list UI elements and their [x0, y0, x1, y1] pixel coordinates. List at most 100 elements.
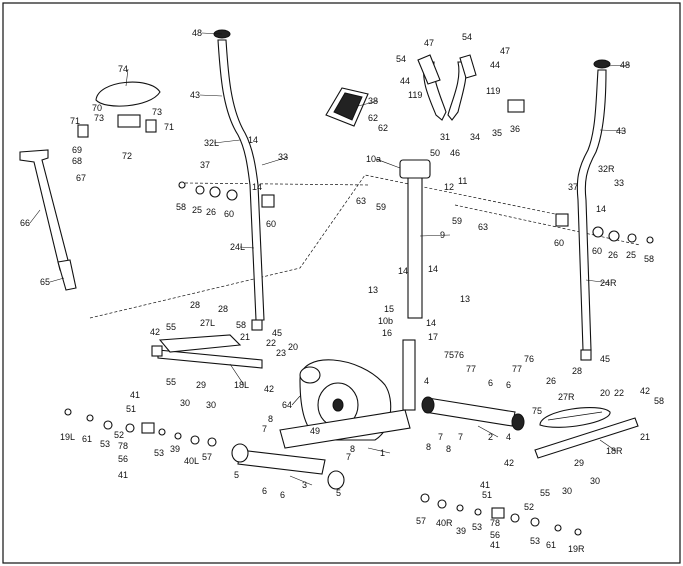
leader-line-l64: [291, 395, 301, 406]
leader-line-l48b: [605, 64, 631, 67]
part-callout-l46: 46: [450, 148, 460, 158]
part-callout-l119a: 119: [408, 90, 422, 100]
part-callout-l41a: 41: [130, 390, 140, 400]
part-callout-l24R: 24R: [600, 278, 617, 288]
part-callout-l78a: 78: [118, 441, 128, 451]
callout-leaders: [29, 32, 631, 486]
part-callout-l14c: 14: [596, 204, 606, 214]
leader-line-l32L: [213, 139, 241, 144]
part-callout-l50: 50: [430, 148, 440, 158]
leader-line-l1: [367, 447, 391, 454]
part-callout-l61a: 61: [82, 434, 92, 444]
part-callout-l6c: 6: [488, 378, 493, 388]
leader-line-l2: [477, 425, 499, 438]
part-callout-l56a: 56: [118, 454, 128, 464]
part-callout-l37a: 37: [200, 160, 210, 170]
part-callout-l52b: 52: [524, 502, 534, 512]
washers-right-arm: [555, 213, 654, 244]
part-callout-l22b: 22: [614, 388, 624, 398]
main-frame: [279, 359, 411, 449]
part-callout-l7d: 7: [458, 432, 463, 442]
part-callout-l59b: 59: [452, 216, 462, 226]
seat-assembly: [77, 81, 161, 138]
part-callout-l19L: 19L: [60, 432, 75, 442]
part-callout-l73a: 73: [94, 113, 104, 123]
part-callout-l8c: 8: [426, 442, 431, 452]
part-callout-l68: 68: [72, 156, 82, 166]
part-callout-l32L: 32L: [204, 138, 219, 148]
part-callout-l27R: 27R: [558, 392, 575, 402]
left-handlebar-arm: [213, 29, 265, 331]
part-callout-l57b: 57: [416, 516, 426, 526]
part-callout-l53c: 53: [472, 522, 482, 532]
part-callout-l10a: 10a: [366, 154, 381, 164]
part-callout-l42b: 42: [264, 384, 274, 394]
leader-line-l18L: [229, 363, 245, 386]
part-callout-l14d: 14: [398, 266, 408, 276]
leader-line-l65: [49, 277, 65, 283]
part-callout-l8d: 8: [446, 444, 451, 454]
part-callout-l39b: 39: [456, 526, 466, 536]
part-callout-l18L: 18L: [234, 380, 249, 390]
part-callout-l53b: 53: [154, 448, 164, 458]
part-callout-l29a: 29: [196, 380, 206, 390]
part-callout-l43b: 43: [616, 126, 626, 136]
part-callout-l28b: 28: [218, 304, 228, 314]
hardware-left: [64, 408, 217, 447]
part-callout-l38: 38: [368, 96, 378, 106]
part-callout-l60c: 60: [554, 238, 564, 248]
part-callout-l34: 34: [470, 132, 480, 142]
part-callout-l42a: 42: [150, 327, 160, 337]
leader-line-l18R: [599, 439, 617, 452]
part-callout-l58d: 58: [654, 396, 664, 406]
part-callout-l72: 72: [122, 151, 132, 161]
part-callout-l20b: 20: [600, 388, 610, 398]
part-callout-l63b: 63: [478, 222, 488, 232]
leader-line-l24R: [585, 279, 611, 284]
part-callout-l30c: 30: [562, 486, 572, 496]
left-pedal-arm: [151, 334, 263, 369]
part-callout-l71b: 71: [164, 122, 174, 132]
part-callout-l75b: 75: [532, 406, 542, 416]
part-callout-l14e: 14: [428, 264, 438, 274]
leader-line-l66: [29, 209, 41, 224]
part-callout-l5a: 5: [234, 470, 239, 480]
part-callout-l3: 3: [302, 480, 307, 490]
part-callout-l74: 74: [118, 64, 128, 74]
part-callout-l64: 64: [282, 400, 292, 410]
part-callout-l30a: 30: [180, 398, 190, 408]
part-callout-l16: 16: [382, 328, 392, 338]
leader-line-l24L: [239, 246, 255, 249]
console-display: [325, 87, 369, 127]
part-callout-l10b: 10b: [378, 316, 393, 326]
part-callout-l20a: 20: [288, 342, 298, 352]
part-callout-l42c: 42: [640, 386, 650, 396]
part-callout-l25a: 25: [192, 205, 202, 215]
part-callout-l7b: 7: [346, 452, 351, 462]
part-callout-l21a: 21: [240, 332, 250, 342]
part-callout-l26a: 26: [206, 207, 216, 217]
right-grip-cap: [593, 59, 611, 69]
part-callout-l60a: 60: [224, 209, 234, 219]
part-callout-l35: 35: [492, 128, 502, 138]
part-callout-l26b: 26: [608, 250, 618, 260]
part-callout-l6d: 6: [506, 380, 511, 390]
part-callout-l43a: 43: [190, 90, 200, 100]
part-callout-l6b: 6: [280, 490, 285, 500]
part-callout-l9: 9: [440, 230, 445, 240]
part-callout-l60d: 60: [592, 246, 602, 256]
part-callout-l48b: 48: [620, 60, 630, 70]
part-callout-l15: 15: [384, 304, 394, 314]
part-callout-l41d: 41: [490, 540, 500, 550]
part-callout-l58a: 58: [176, 202, 186, 212]
leader-line-l43b: [599, 129, 627, 132]
part-callout-l41b: 41: [118, 470, 128, 480]
part-callout-l28a: 28: [190, 300, 200, 310]
part-callout-l55a: 55: [166, 322, 176, 332]
part-callout-l21b: 21: [640, 432, 650, 442]
leader-line-l9: [419, 234, 451, 237]
part-callout-l54a: 54: [396, 54, 406, 64]
